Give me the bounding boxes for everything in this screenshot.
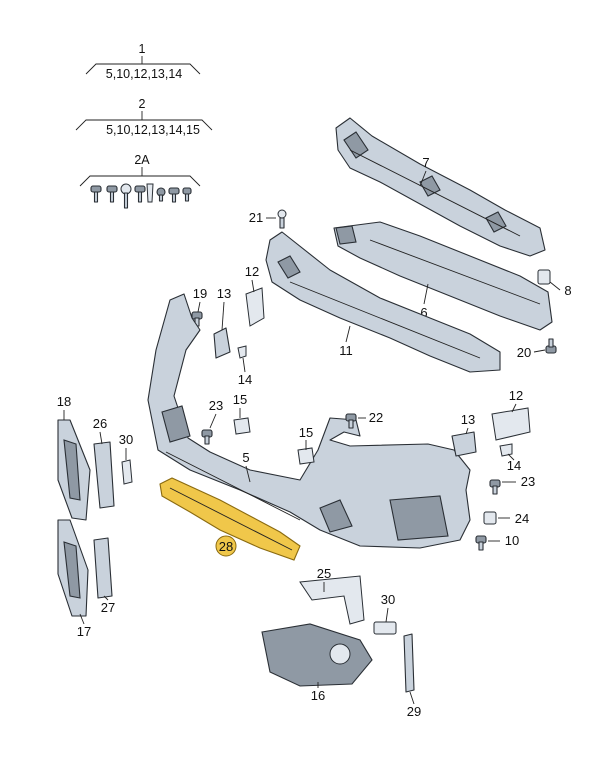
part-7-energy-absorber xyxy=(335,117,546,257)
label-21: 21 xyxy=(249,210,263,225)
label-23-right: 23 xyxy=(521,474,535,489)
part-26-trim xyxy=(93,441,115,509)
group-1-number: 1 xyxy=(139,42,146,56)
part-12-bracket-left xyxy=(245,287,265,327)
part-17-grille-lower-left xyxy=(57,519,89,617)
label-30-right: 30 xyxy=(381,592,395,607)
part-27-trim-lower xyxy=(93,537,113,599)
part-13-bracket-right xyxy=(451,431,477,457)
label-23-left: 23 xyxy=(209,398,223,413)
part-12-bracket-right xyxy=(491,407,531,441)
part-21-clip xyxy=(277,209,287,229)
label-14-right: 14 xyxy=(507,458,521,473)
label-27: 27 xyxy=(101,600,115,615)
label-7: 7 xyxy=(422,155,429,170)
part-8-bracket xyxy=(537,269,551,285)
part-14-clip-right xyxy=(499,443,513,457)
group-2a-number: 2A xyxy=(134,153,150,167)
label-16: 16 xyxy=(311,688,325,703)
part-30-clip-left xyxy=(121,459,133,485)
part-14-clip-left xyxy=(237,345,247,359)
label-13-right: 13 xyxy=(461,412,475,427)
group-2a: 2A xyxy=(79,153,201,209)
label-25: 25 xyxy=(317,566,331,581)
part-16-fog-grille xyxy=(261,623,373,687)
label-28-badge xyxy=(215,535,237,557)
part-18-grille-left xyxy=(57,419,91,521)
label-26: 26 xyxy=(93,416,107,431)
part-24-nut xyxy=(483,511,497,525)
part-20-screw xyxy=(545,338,557,354)
label-24: 24 xyxy=(515,511,529,526)
label-20: 20 xyxy=(517,345,531,360)
label-19: 19 xyxy=(193,286,207,301)
part-23-screw-left xyxy=(201,429,213,445)
group-2-number: 2 xyxy=(139,97,146,111)
group-1: 1 5,10,12,13,14 xyxy=(85,42,201,81)
part-10-screw xyxy=(475,535,487,551)
group-2-items: 5,10,12,13,14,15 xyxy=(106,123,200,137)
part-15-clip-right xyxy=(297,447,315,465)
part-6-underbody-cover xyxy=(333,221,553,331)
group-2: 2 5,10,12,13,14,15 xyxy=(75,97,213,137)
part-5-bumper-cover xyxy=(147,293,471,549)
group-1-items: 5,10,12,13,14 xyxy=(106,67,183,81)
part-13-bracket-left xyxy=(213,327,231,359)
label-12-right: 12 xyxy=(509,388,523,403)
label-8: 8 xyxy=(564,283,571,298)
part-11-upper-guide xyxy=(265,231,501,373)
label-12-upper: 12 xyxy=(245,264,259,279)
label-15-right: 15 xyxy=(299,425,313,440)
label-15-left: 15 xyxy=(233,392,247,407)
part-23-screw-right xyxy=(489,479,501,495)
part-29-trim-strip xyxy=(403,633,415,693)
part-30-clip-right xyxy=(373,621,397,635)
label-11: 11 xyxy=(339,343,353,358)
part-25-frame xyxy=(299,575,365,625)
label-29: 29 xyxy=(407,704,421,719)
label-17: 17 xyxy=(77,624,91,639)
label-10: 10 xyxy=(505,533,519,548)
part-15-clip-left xyxy=(233,417,251,435)
label-30-left: 30 xyxy=(119,432,133,447)
label-6: 6 xyxy=(420,305,427,320)
part-28-lower-spoiler xyxy=(159,477,301,561)
label-28: 28 xyxy=(219,539,233,554)
fastener-set-icon xyxy=(90,183,192,209)
part-22-screw xyxy=(345,413,357,429)
label-5: 5 xyxy=(242,450,249,465)
label-14-upper: 14 xyxy=(238,372,252,387)
label-22: 22 xyxy=(369,410,383,425)
label-18: 18 xyxy=(57,394,71,409)
label-13-upper: 13 xyxy=(217,286,231,301)
